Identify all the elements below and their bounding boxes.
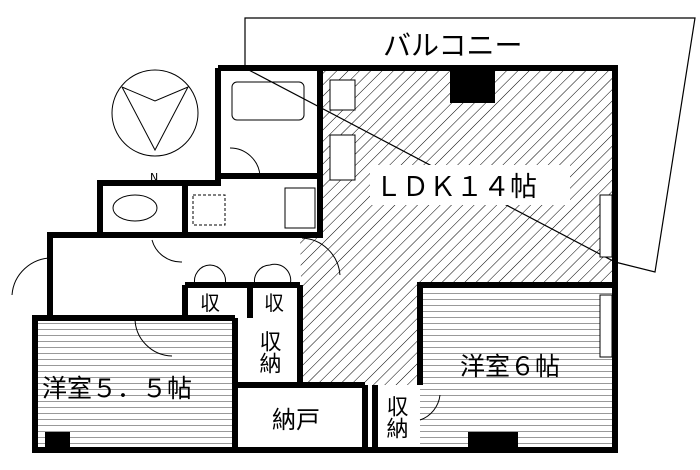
toilet-icon xyxy=(112,194,158,222)
closet-1-label: 収納 xyxy=(256,330,282,374)
closet-2-label: 収納 xyxy=(383,395,409,439)
sink-icon xyxy=(329,134,356,181)
room-6-label: 洋室６帖 xyxy=(460,352,560,381)
bathtub-icon xyxy=(231,81,305,121)
room-6-floor xyxy=(420,288,615,448)
storeroom-label: 納戸 xyxy=(272,406,320,434)
walls xyxy=(32,65,618,453)
air-vent xyxy=(450,70,495,103)
stove-icon xyxy=(329,79,356,111)
window-room6 xyxy=(599,294,613,358)
room-55-floor xyxy=(37,320,235,448)
washer-icon xyxy=(192,194,226,226)
washbasin-icon xyxy=(284,187,316,229)
ldk-floor xyxy=(300,70,615,385)
north-label: N xyxy=(150,171,158,184)
compass-icon xyxy=(111,69,199,157)
balcony-label: バルコニー xyxy=(383,29,522,62)
ldk-clear xyxy=(370,165,570,205)
window-right xyxy=(599,194,613,258)
doors xyxy=(11,147,441,421)
storage-2-label: 収 xyxy=(264,291,284,315)
ldk-label: ＬＤＫ１４帖 xyxy=(375,172,537,203)
room-55-label: 洋室５．５帖 xyxy=(42,374,192,403)
storage-1-label: 収 xyxy=(200,291,220,315)
